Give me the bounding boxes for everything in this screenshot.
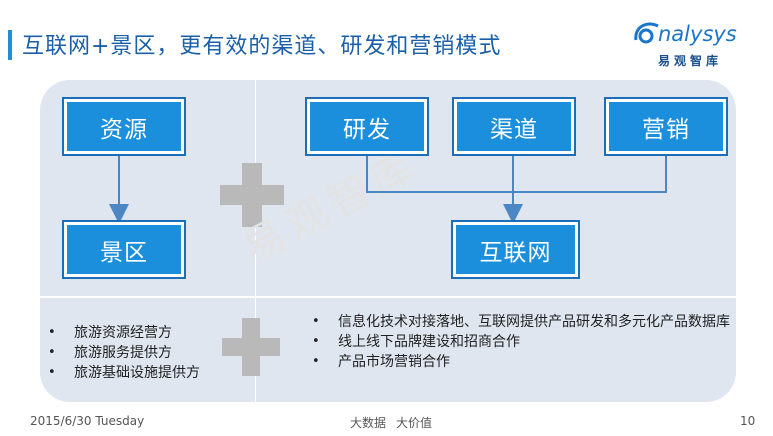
page-title: 互联网+景区，更有效的渠道、研发和营销模式 [22, 34, 502, 59]
box-scenic-area: 景区 [62, 220, 186, 279]
box-resource: 资源 [62, 97, 186, 156]
plus-icon [220, 163, 284, 227]
plus-icon [222, 318, 280, 376]
box-marketing: 营销 [604, 97, 728, 156]
list-item: 旅游基础设施提供方 [48, 363, 200, 383]
logo-cn-name: 易观智库 [658, 54, 723, 68]
list-item: 信息化技术对接落地、互联网提供产品研发和多元化产品数据库 [312, 312, 732, 332]
box-internet: 互联网 [451, 220, 580, 279]
footer-date: 2015/6/30 Tuesday [30, 414, 145, 428]
list-item: 线上线下品牌建设和招商合作 [312, 332, 732, 352]
list-item: 旅游资源经营方 [48, 323, 200, 343]
list-item: 旅游服务提供方 [48, 343, 200, 363]
analysys-logo: nalysys 易观智库 [634, 14, 754, 72]
logo-swoosh-icon [634, 22, 659, 44]
footer-slogan-a: 大数据 [350, 416, 387, 430]
bullet-list-right: 信息化技术对接落地、互联网提供产品研发和多元化产品数据库 线上线下品牌建设和招商… [312, 312, 732, 372]
box-rd: 研发 [305, 97, 429, 156]
list-item: 产品市场营销合作 [312, 352, 732, 372]
footer-slogan-b: 大价值 [396, 416, 433, 430]
logo-wordmark: nalysys [658, 22, 737, 46]
footer-slogan: 大数据大价值 [350, 414, 432, 431]
line-rd-marketing-join [366, 156, 667, 193]
page-number: 10 [740, 414, 756, 428]
bullet-list-left: 旅游资源经营方 旅游服务提供方 旅游基础设施提供方 [48, 323, 200, 383]
title-accent-bar [8, 30, 12, 60]
panel-divider [255, 80, 256, 402]
box-channel: 渠道 [452, 97, 576, 156]
